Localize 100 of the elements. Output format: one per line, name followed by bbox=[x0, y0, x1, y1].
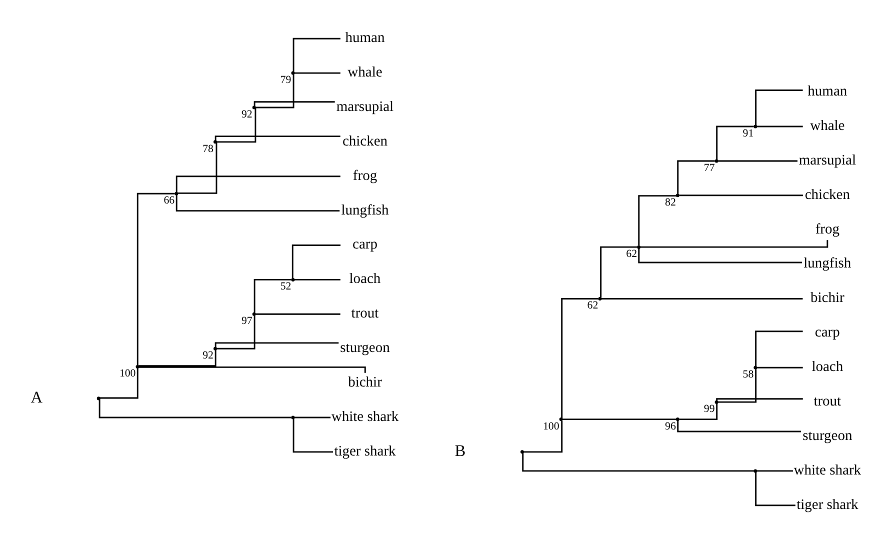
node-text: lungfish bbox=[341, 202, 389, 218]
node-point bbox=[291, 415, 295, 419]
node-text: human bbox=[345, 30, 385, 46]
connector bbox=[638, 194, 676, 245]
node-label: 100 bbox=[543, 420, 560, 432]
node-label: 97 bbox=[241, 314, 252, 327]
node-text: whale bbox=[348, 64, 382, 80]
node-text: carp bbox=[352, 236, 378, 252]
node-point bbox=[754, 365, 758, 369]
connector bbox=[216, 107, 256, 142]
connector bbox=[294, 278, 340, 280]
connector bbox=[718, 160, 798, 162]
connector bbox=[255, 74, 294, 108]
node-text: sturgeon bbox=[340, 340, 390, 356]
connector bbox=[176, 175, 340, 192]
connector bbox=[294, 416, 331, 418]
label: B bbox=[454, 440, 466, 460]
node-text: tiger shark bbox=[796, 496, 858, 512]
connector bbox=[176, 194, 340, 212]
node-point bbox=[291, 70, 295, 74]
node-label: 92 bbox=[241, 108, 252, 120]
connector bbox=[254, 278, 292, 312]
node-text: chicken bbox=[804, 186, 850, 202]
connector bbox=[292, 244, 340, 278]
connector bbox=[679, 194, 803, 196]
node-point bbox=[520, 450, 524, 454]
node-point bbox=[214, 346, 218, 350]
node-point bbox=[714, 400, 718, 404]
connector bbox=[256, 312, 340, 314]
node-point bbox=[559, 417, 563, 421]
node-label: 91 bbox=[742, 127, 754, 140]
connector bbox=[638, 248, 802, 263]
node-text: trout bbox=[351, 305, 379, 322]
node-point bbox=[291, 277, 295, 281]
node-text: sturgeon bbox=[802, 427, 852, 444]
node-label: 82 bbox=[665, 196, 676, 208]
connector bbox=[294, 72, 340, 74]
connector bbox=[601, 298, 803, 299]
connector bbox=[755, 89, 803, 124]
node-text: frog bbox=[352, 167, 378, 184]
node-point bbox=[676, 417, 680, 421]
node-text: white shark bbox=[331, 408, 399, 424]
node-point bbox=[96, 396, 100, 400]
node-point bbox=[754, 124, 758, 128]
node-label: 92 bbox=[202, 349, 214, 362]
connector bbox=[292, 418, 334, 452]
connector bbox=[755, 330, 803, 366]
connector bbox=[600, 246, 638, 297]
node-point bbox=[637, 244, 641, 248]
node-point bbox=[252, 105, 256, 109]
node-label: 62 bbox=[587, 299, 598, 312]
node-text: carp bbox=[814, 324, 840, 340]
connector bbox=[522, 452, 754, 472]
node-text: marsupial bbox=[336, 98, 394, 114]
node-point bbox=[754, 468, 758, 472]
connector bbox=[136, 192, 175, 365]
connector bbox=[716, 398, 803, 400]
connector bbox=[292, 37, 340, 72]
node-text: loach bbox=[349, 270, 381, 287]
connector bbox=[254, 100, 335, 106]
connector bbox=[100, 368, 138, 398]
node-text: bichir bbox=[810, 290, 844, 306]
connector bbox=[716, 125, 754, 159]
connector bbox=[755, 472, 796, 506]
node-text: human bbox=[808, 83, 848, 100]
node-label: 62 bbox=[626, 248, 638, 260]
node-text: frog bbox=[815, 220, 840, 237]
connector bbox=[138, 349, 216, 366]
node-text: loach bbox=[812, 358, 844, 375]
connector bbox=[756, 125, 803, 127]
node-label: 78 bbox=[202, 142, 214, 154]
node-label: 52 bbox=[280, 280, 292, 292]
connector bbox=[677, 160, 715, 194]
node-label: 66 bbox=[164, 194, 175, 206]
connector bbox=[562, 418, 676, 420]
node-text: tiger shark bbox=[334, 442, 396, 459]
node-point bbox=[214, 140, 218, 144]
node-text: bichir bbox=[348, 374, 382, 390]
node-point bbox=[598, 296, 602, 300]
node-text: trout bbox=[814, 393, 842, 410]
connector bbox=[214, 342, 339, 347]
node-point bbox=[252, 312, 256, 316]
connector bbox=[524, 420, 563, 452]
connector bbox=[756, 470, 793, 472]
node-label: 100 bbox=[119, 367, 136, 380]
node-text: whale bbox=[810, 117, 845, 134]
connector bbox=[214, 135, 340, 140]
connector bbox=[756, 366, 803, 368]
connector bbox=[679, 402, 718, 420]
connector bbox=[718, 368, 757, 402]
node-label: 58 bbox=[742, 368, 754, 380]
node-point bbox=[174, 191, 178, 195]
node-point bbox=[136, 364, 140, 368]
node-text: chicken bbox=[342, 132, 388, 149]
node-text: white shark bbox=[794, 462, 862, 478]
node-point bbox=[714, 158, 718, 162]
node-label: 99 bbox=[704, 402, 715, 415]
node-label: 77 bbox=[704, 161, 715, 174]
connector bbox=[178, 142, 218, 194]
node-point bbox=[676, 193, 680, 197]
